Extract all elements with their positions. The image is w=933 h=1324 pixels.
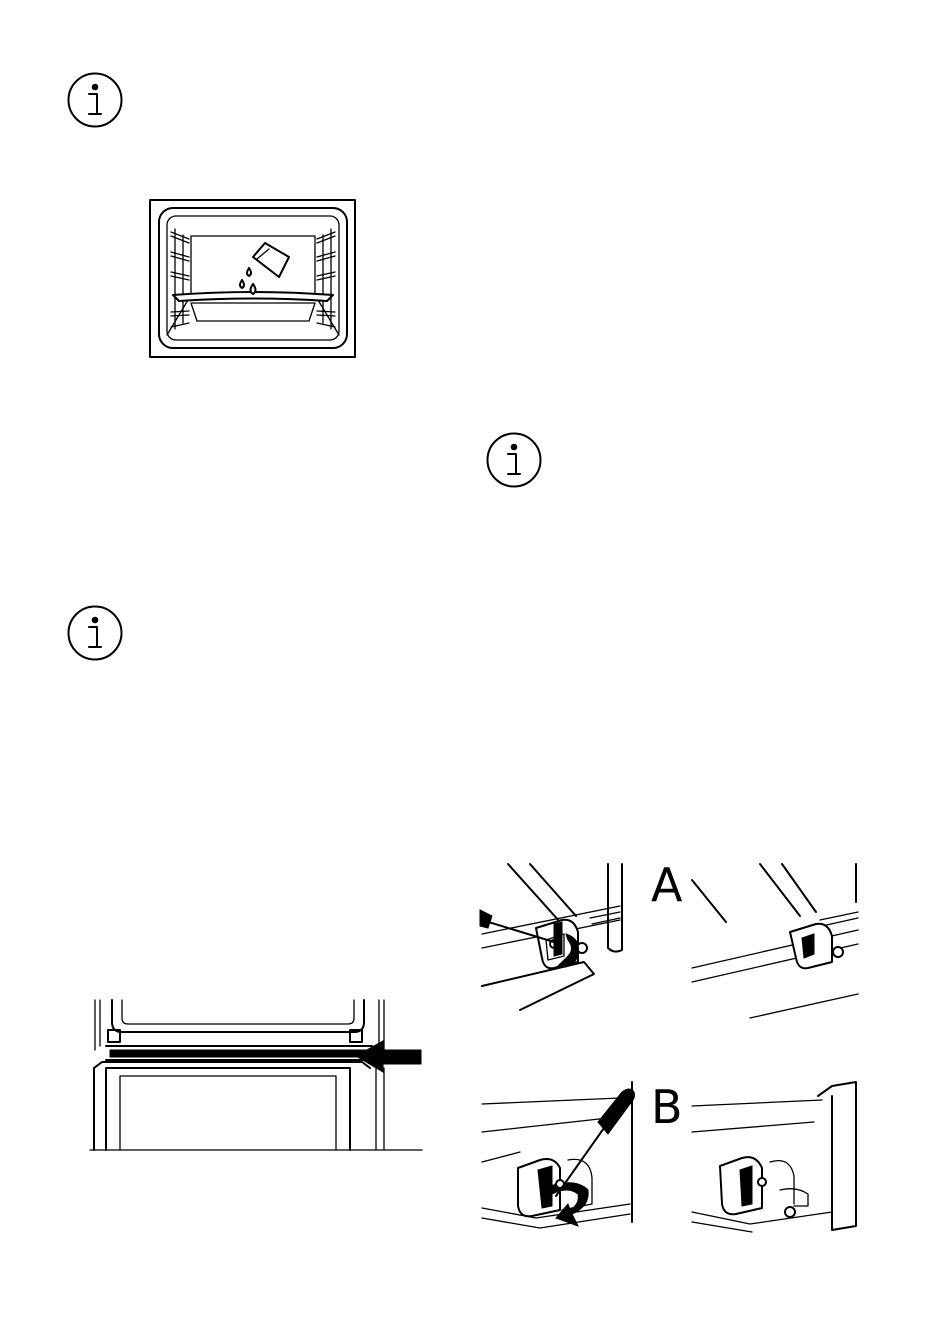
hinge-b-result-illustration <box>690 1078 862 1234</box>
oven-cavity-illustration <box>149 199 356 359</box>
hinge-b-lock-illustration <box>480 1078 660 1234</box>
hinge-a-unlock-illustration <box>480 862 680 1020</box>
door-gasket-illustration <box>88 998 424 1154</box>
hinge-label-a: A <box>651 862 682 908</box>
info-icon <box>485 431 543 489</box>
info-icon <box>66 604 124 662</box>
hinge-a-result-illustration <box>690 862 862 1020</box>
info-icon <box>66 71 124 129</box>
hinge-label-b: B <box>651 1084 683 1130</box>
